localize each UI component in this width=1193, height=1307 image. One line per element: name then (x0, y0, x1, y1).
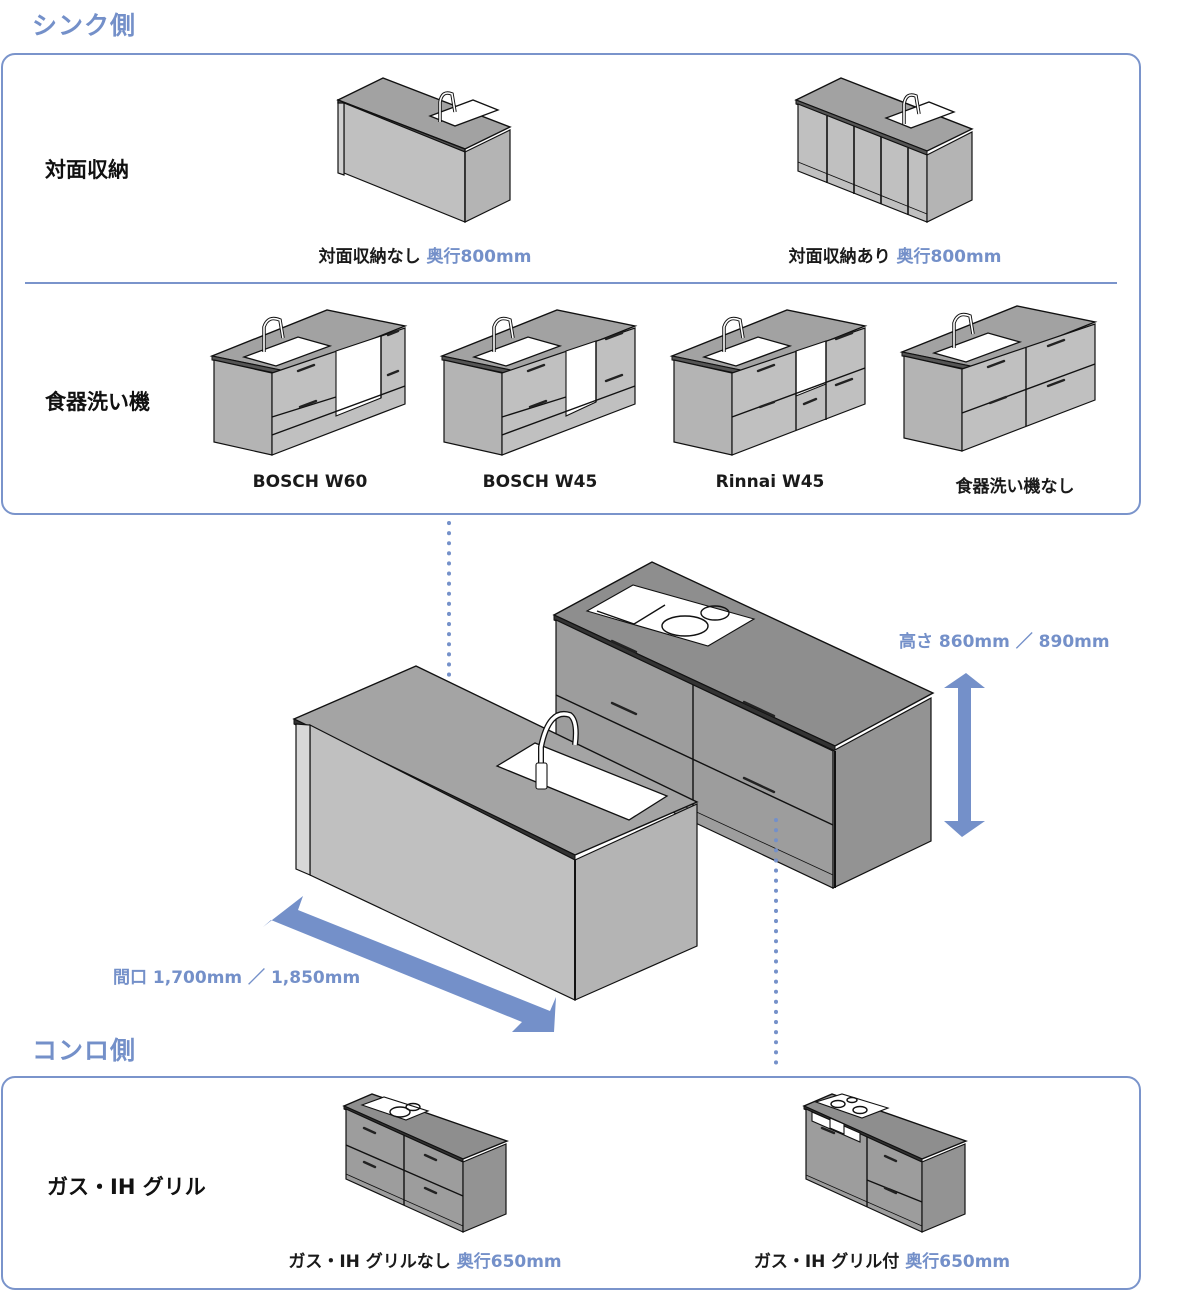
stove-cabinet-no-grill-illustration (342, 1093, 509, 1233)
option-dishwasher-bosch-w60[interactable] (209, 300, 410, 465)
option-caption: ガス・IH グリルなし 奥行650mm (265, 1247, 585, 1272)
option-name: 食器洗い機なし (955, 477, 1075, 497)
option-grill-none[interactable] (342, 1090, 512, 1235)
option-name: BOSCH W45 (482, 472, 598, 492)
height-dimension-label: 高さ 860mm ／ 890mm (899, 632, 1110, 652)
island-sink-no-storage-illustration (336, 77, 512, 223)
row-label-grill: ガス・IH グリル (47, 1175, 206, 1199)
option-caption: ガス・IH グリル付 奥行650mm (732, 1247, 1032, 1272)
option-counter-storage-with[interactable] (790, 74, 980, 224)
option-spec: 奥行650mm (456, 1252, 562, 1272)
row-label-counter-storage: 対面収納 (45, 158, 129, 182)
row-divider (25, 282, 1117, 284)
sink-cabinet-dishwasher-w45-illustration (439, 309, 638, 456)
option-dishwasher-rinnai-w45[interactable] (669, 300, 870, 465)
option-caption: 対面収納なし 奥行800mm (300, 242, 550, 267)
stove-cabinet-with-grill-illustration (802, 1093, 968, 1233)
option-name: BOSCH W60 (252, 472, 368, 492)
sink-island (292, 665, 699, 1001)
sink-cabinet-dishwasher-rinnai-illustration (669, 309, 868, 456)
height-arrow (944, 673, 985, 837)
island-sink-with-storage-illustration (794, 77, 974, 223)
option-dishwasher-bosch-w45[interactable] (439, 300, 640, 465)
option-name: 対面収納なし (318, 247, 421, 267)
option-caption: 対面収納あり 奥行800mm (770, 242, 1020, 267)
sink-basin (428, 99, 500, 127)
option-name: ガス・IH グリル付 (753, 1252, 900, 1272)
cooktop (585, 584, 756, 647)
option-dishwasher-none[interactable] (899, 296, 1100, 461)
row-label-dishwasher: 食器洗い機 (45, 390, 150, 414)
sink-cabinet-no-dishwasher-illustration (899, 305, 1098, 452)
stove-cabinet (552, 561, 935, 889)
sink-cabinet-dishwasher-w60-illustration (209, 309, 408, 456)
option-counter-storage-none[interactable] (330, 74, 520, 224)
width-arrow (263, 896, 556, 1032)
main-kitchen-illustration (263, 521, 985, 1072)
option-name: 対面収納あり (788, 247, 891, 267)
option-name: Rinnai W45 (715, 472, 825, 492)
option-spec: 奥行800mm (426, 247, 532, 267)
sink-side-title: シンク側 (32, 11, 137, 40)
option-spec: 奥行650mm (905, 1252, 1011, 1272)
option-name: ガス・IH グリルなし (288, 1252, 451, 1272)
option-grill-with[interactable] (800, 1090, 970, 1235)
stove-side-title: コンロ側 (32, 1036, 137, 1065)
option-spec: 奥行800mm (896, 247, 1002, 267)
width-dimension-label: 間口 1,700mm ／ 1,850mm (113, 968, 361, 988)
